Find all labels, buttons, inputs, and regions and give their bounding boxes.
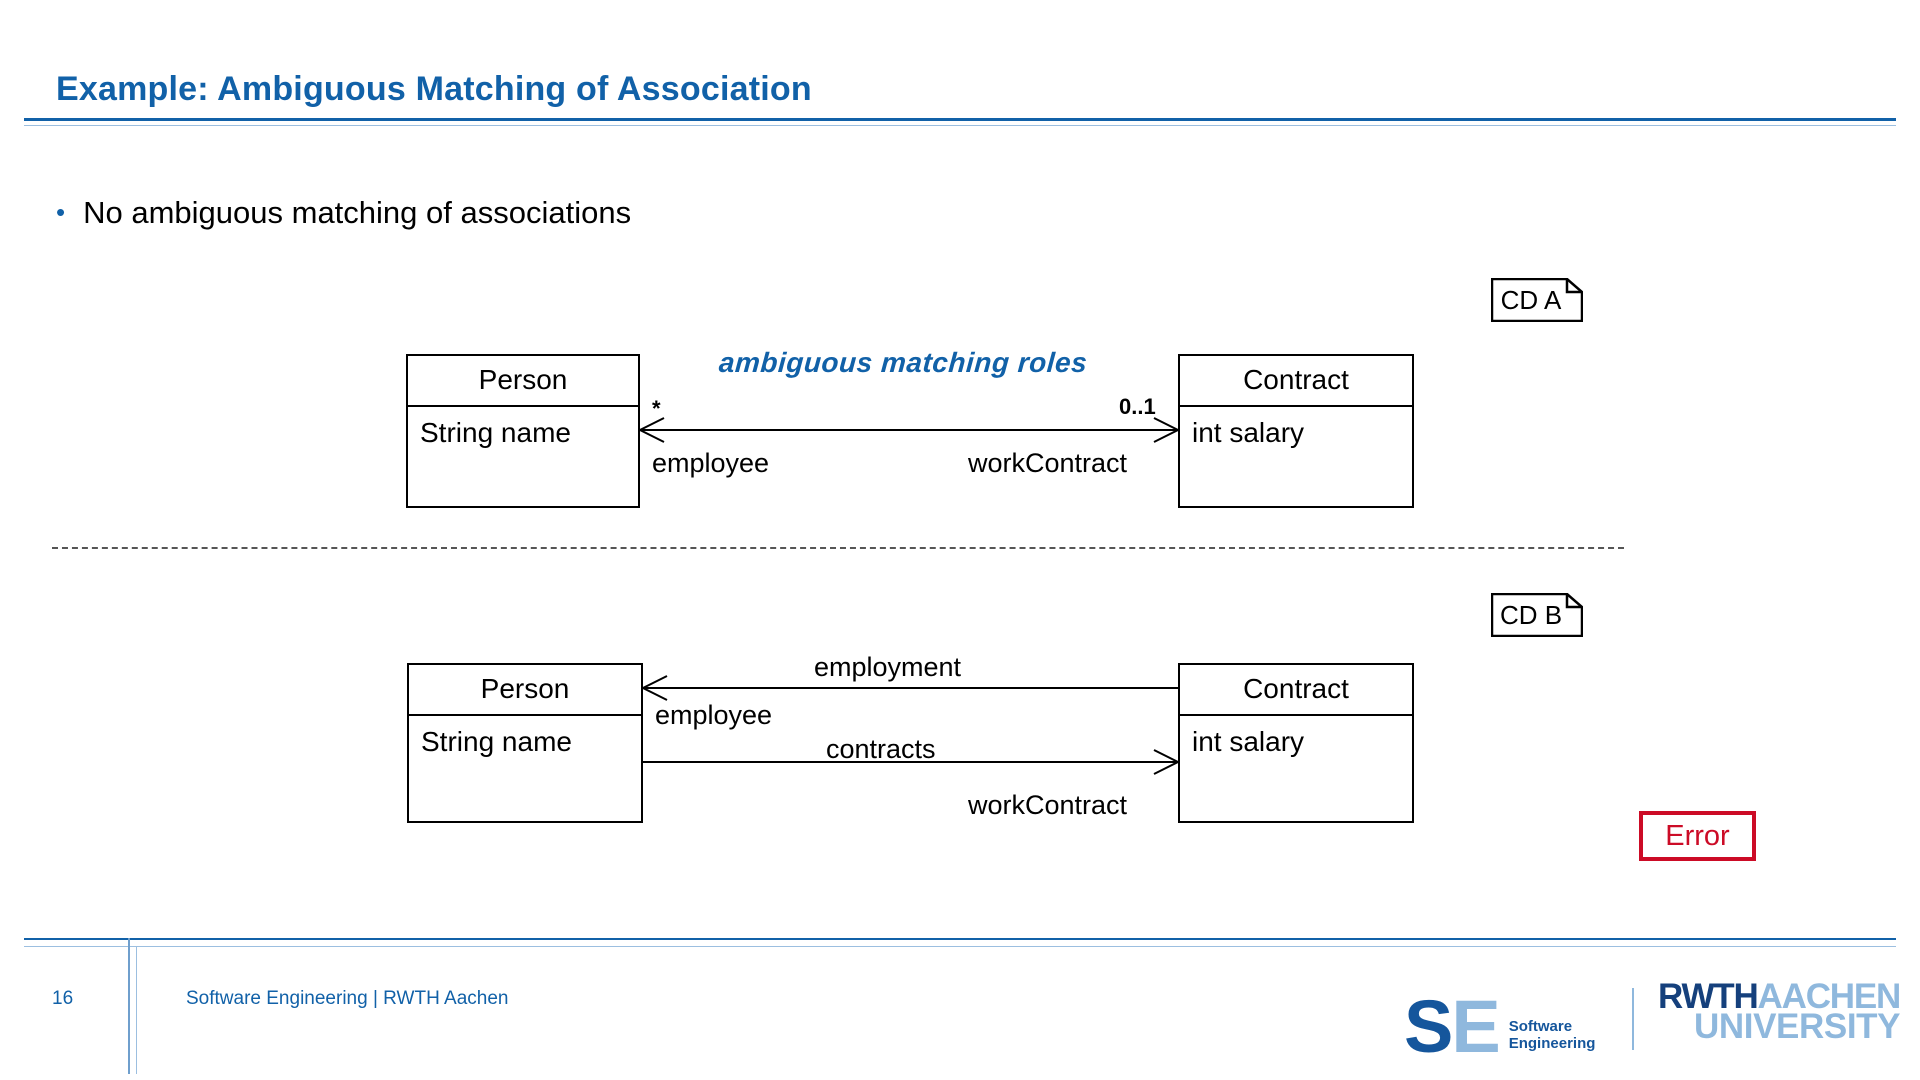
uml-class-name: Person [409, 665, 641, 716]
role-workcontract-cd-b: workContract [968, 790, 1128, 820]
cd-a-badge: CD A [1491, 278, 1583, 322]
association-name-contracts: contracts [826, 734, 936, 764]
bullet-list-item: • No ambiguous matching of associations [56, 197, 631, 229]
se-logo-sub-line2: Engineering [1508, 1034, 1596, 1052]
uml-class-attribute: String name [420, 417, 571, 448]
uml-class-attribute: int salary [1192, 726, 1305, 757]
section-divider [52, 547, 1624, 549]
footer-caption: Software Engineering | RWTH Aachen [186, 988, 509, 1009]
footer-vertical-rule-secondary [136, 946, 137, 1074]
footer-vertical-rule-primary [128, 938, 130, 1074]
rwth-logo-university: UNIVERSITY [1694, 1007, 1901, 1047]
multiplicity-left-cd-a: * [652, 396, 661, 421]
rwth-logo-aachen: AACHEN [1757, 977, 1902, 1016]
multiplicity-right-cd-a: 0..1 [1119, 394, 1156, 419]
uml-class-person-cd-b: Person String name [407, 663, 643, 823]
association-name-ambiguous-matching-roles: ambiguous matching roles [717, 347, 1089, 378]
note-shape-icon [1491, 278, 1583, 322]
bullet-text: No ambiguous matching of associations [83, 195, 632, 230]
uml-class-contract-cd-b: Contract int salary [1178, 663, 1414, 823]
uml-class-name: Person [408, 356, 638, 407]
cd-a-badge-label: CD A [1500, 284, 1562, 315]
cd-b-badge: CD B [1491, 593, 1583, 637]
se-logo-letter-e: E [1451, 985, 1500, 1069]
role-left-cd-a: employee [652, 448, 770, 478]
association-name-employment: employment [814, 652, 962, 682]
rwth-logo-rwth: RWTH [1658, 977, 1759, 1016]
header-rule-primary [24, 118, 1896, 121]
role-employee-cd-b: employee [655, 700, 773, 730]
se-logo-letter-s: S [1404, 985, 1453, 1069]
logo-separator [1632, 988, 1634, 1050]
cd-b-badge-label: CD B [1499, 599, 1563, 630]
page-title: Example: Ambiguous Matching of Associati… [56, 70, 812, 108]
se-logo: SE Software Engineering [1404, 978, 1596, 1064]
uml-class-person-cd-a: Person String name [406, 354, 640, 508]
uml-class-name: Contract [1180, 356, 1412, 407]
uml-class-attribute: String name [421, 726, 572, 757]
note-shape-icon [1491, 593, 1583, 637]
uml-class-contract-cd-a: Contract int salary [1178, 354, 1414, 508]
se-logo-sub-line1: Software [1508, 1017, 1573, 1035]
rwth-logo: RWTHAACHEN UNIVERSITY [1658, 979, 1901, 1047]
uml-class-attribute: int salary [1192, 417, 1305, 448]
bullet-marker-icon: • [56, 197, 66, 227]
footer-page-number: 16 [52, 988, 74, 1009]
uml-class-name: Contract [1180, 665, 1412, 716]
role-right-cd-a: workContract [968, 448, 1128, 478]
footer-rule-secondary [24, 946, 1896, 947]
footer-rule-primary [24, 938, 1896, 940]
error-badge: Error [1639, 811, 1756, 861]
header-rule-secondary [24, 125, 1896, 126]
